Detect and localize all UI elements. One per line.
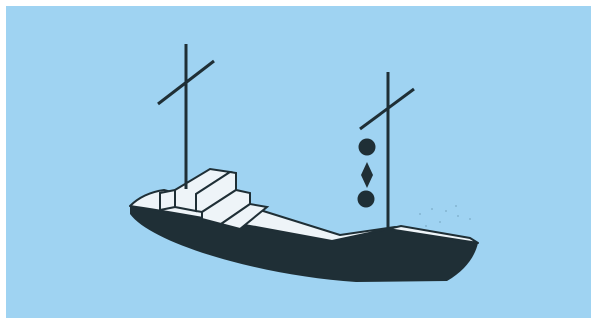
signal-ball-top bbox=[359, 139, 376, 156]
signal-ball-bottom bbox=[358, 191, 375, 208]
